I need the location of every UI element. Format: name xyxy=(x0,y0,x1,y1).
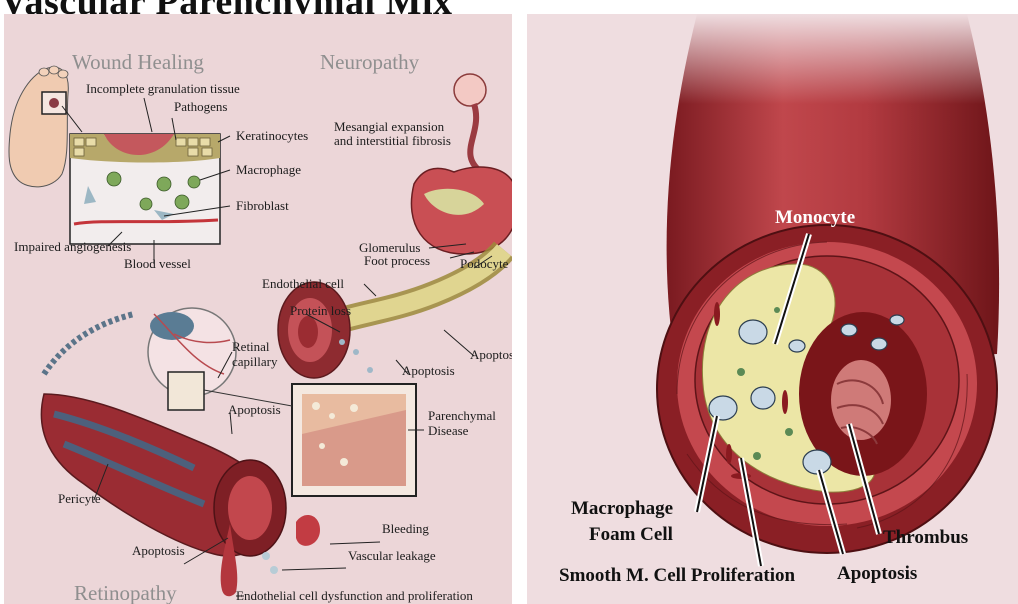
label-impaired-angiogenesis: Impaired angiogenesis xyxy=(14,240,131,253)
label-macrophage-line1: Macrophage xyxy=(571,499,673,519)
label-parenchymal-line1: Parenchymal xyxy=(428,409,496,422)
label-apoptosis-neuro-1: Apoptosis xyxy=(470,348,512,361)
eye-illustration xyxy=(44,308,236,410)
label-monocyte: Monocyte xyxy=(775,208,855,228)
label-podocyte: Podocyte xyxy=(460,257,508,270)
label-mesangial-line1: Mesangial expansion xyxy=(334,120,444,133)
label-apoptosis-retino-bottom: Apoptosis xyxy=(132,544,185,557)
wound-cross-section xyxy=(62,106,220,244)
label-fibroblast: Fibroblast xyxy=(236,199,289,212)
label-endothelial-cell: Endothelial cell xyxy=(262,277,344,290)
label-endothelial-dysfunction: Endothelial cell dysfunction and prolife… xyxy=(236,589,473,602)
label-parenchymal-line2: Disease xyxy=(428,424,468,437)
label-thrombus: Thrombus xyxy=(883,528,968,548)
section-neuropathy: Neuropathy xyxy=(320,52,419,73)
label-bleeding: Bleeding xyxy=(382,522,429,535)
label-keratinocytes: Keratinocytes xyxy=(236,129,308,142)
label-pathogens: Pathogens xyxy=(174,100,227,113)
section-wound-healing: Wound Healing xyxy=(72,52,204,73)
label-smooth-muscle: Smooth M. Cell Proliferation xyxy=(559,566,795,586)
label-protein-loss: Protein loss xyxy=(290,304,351,317)
label-blood-vessel: Blood vessel xyxy=(124,257,191,270)
label-mesangial-line2: and interstitial fibrosis xyxy=(334,134,451,147)
label-vascular-leakage: Vascular leakage xyxy=(348,549,436,562)
label-incomplete-granulation: Incomplete granulation tissue xyxy=(86,82,240,95)
label-apoptosis-retino-top: Apoptosis xyxy=(228,403,281,416)
label-foot-process: Foot process xyxy=(364,254,430,267)
label-macrophage: Macrophage xyxy=(236,163,301,176)
label-macrophage-line2: Foam Cell xyxy=(589,525,673,545)
section-retinopathy: Retinopathy xyxy=(74,583,177,604)
left-illustration-panel: Wound Healing Neuropathy Retinopathy Inc… xyxy=(4,14,512,604)
label-apoptosis-right: Apoptosis xyxy=(837,564,917,584)
label-retinal-line2: capillary xyxy=(232,355,277,368)
label-retinal-line1: Retinal xyxy=(232,340,270,353)
right-illustration-panel: Monocyte Macrophage Foam Cell Thrombus S… xyxy=(527,14,1018,604)
left-illustration xyxy=(4,14,512,604)
foot-illustration xyxy=(9,66,68,187)
label-apoptosis-neuro-2: Apoptosis xyxy=(402,364,455,377)
label-pericyte: Pericyte xyxy=(58,492,101,505)
